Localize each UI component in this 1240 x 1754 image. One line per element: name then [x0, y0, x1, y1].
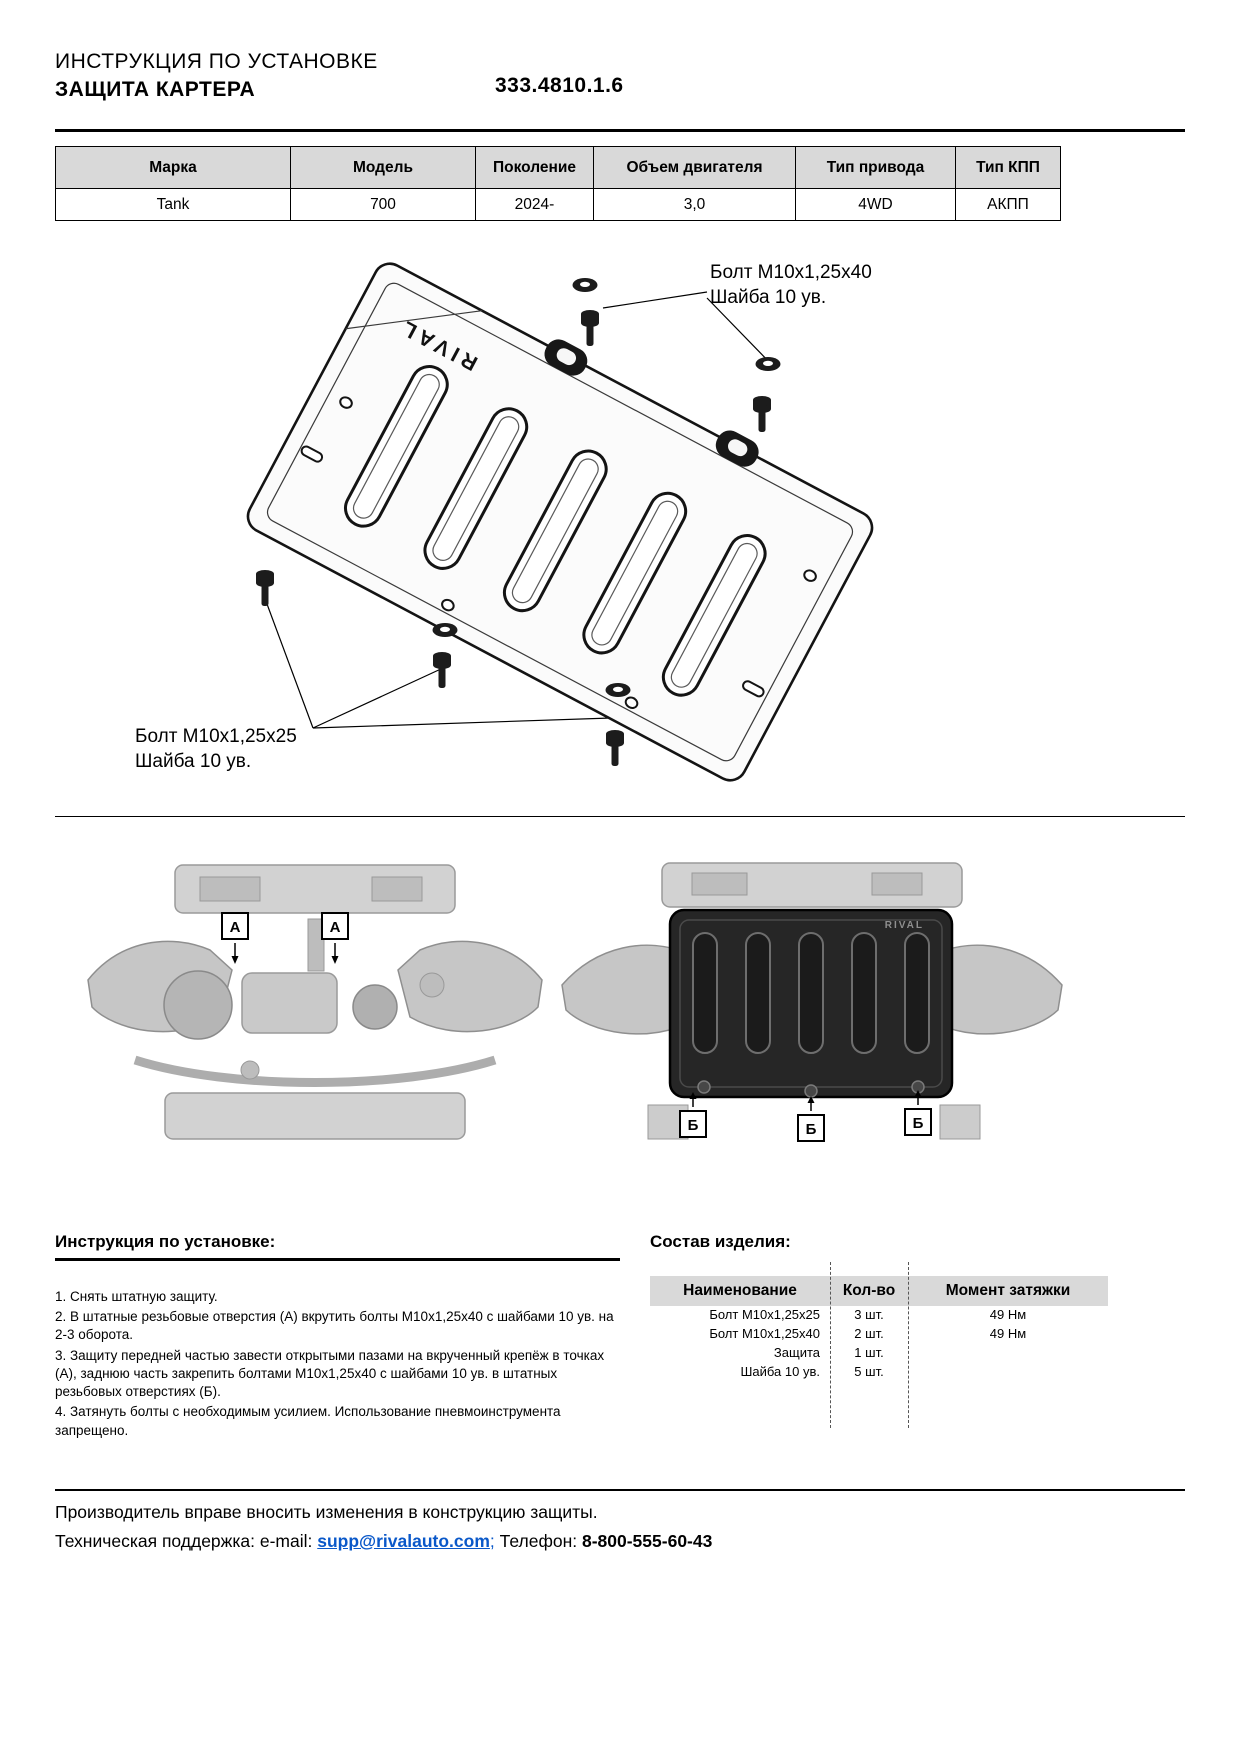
instruction-step-4: 4. Затянуть болты с необходимым усилием.… — [55, 1404, 561, 1438]
parts-heading: Состав изделия: — [650, 1232, 791, 1251]
plate-bolt-holes — [300, 396, 817, 709]
spec-value-gearbox: АКПП — [955, 188, 1061, 221]
part-torque — [908, 1344, 1108, 1363]
top-divider — [55, 129, 1185, 132]
instruction-step-2: 2. В штатные резьбовые отверстия (А) вкр… — [55, 1309, 614, 1343]
instructions-underline — [55, 1258, 620, 1261]
spec-header-generation: Поколение — [475, 146, 594, 189]
marker-a-label: А — [230, 919, 241, 936]
part-torque: 49 Нм — [989, 1325, 1027, 1341]
callout-bolt-m10x25: Болт М10х1,25х25 Шайба 10 ув. — [135, 724, 297, 774]
document-title-line2: ЗАЩИТА КАРТЕРА — [55, 78, 256, 101]
spec-value-model: 700 — [290, 188, 476, 221]
separator: ; — [489, 1531, 495, 1551]
underbody-before-diagram: А А — [87, 864, 543, 1140]
spec-value-generation: 2024- — [475, 188, 594, 221]
skid-plate: RIVAL — [246, 262, 874, 782]
callout-top-line1: Болт М10х1,25х40 — [710, 262, 872, 283]
part-name: Защита — [773, 1344, 820, 1360]
bolt-icon — [581, 310, 599, 346]
parts-row: Болт М10х1,25х25 3 шт. 49 Нм — [650, 1306, 1108, 1325]
part-qty: 2 шт. — [854, 1325, 884, 1341]
document-title-line1: ИНСТРУКЦИЯ ПО УСТАНОВКЕ — [55, 50, 378, 73]
part-qty: 5 шт. — [854, 1363, 884, 1379]
parts-column-divider — [908, 1262, 909, 1428]
spec-value-marka: Tank — [55, 188, 291, 221]
marker-b-label: Б — [913, 1115, 924, 1132]
support-phone: 8-800-555-60-43 — [581, 1531, 713, 1551]
chassis-structure — [561, 862, 1063, 1140]
part-name: Болт М10х1,25х40 — [709, 1325, 820, 1341]
spec-header-model: Модель — [290, 146, 476, 189]
installed-plate-logo: RIVAL — [885, 920, 924, 931]
part-torque: 49 Нм — [989, 1307, 1027, 1322]
marker-b-label: Б — [806, 1121, 817, 1138]
bolt-icon — [606, 730, 624, 766]
marker-b-2: Б — [797, 1096, 825, 1142]
installed-skid-plate: RIVAL — [668, 908, 954, 1099]
marker-a-label: А — [330, 919, 341, 936]
part-number: 333.4810.1.6 — [495, 74, 624, 97]
spec-header-drive: Тип привода — [795, 146, 956, 189]
vehicle-spec-table: Марка Модель Поколение Объем двигателя Т… — [55, 146, 1061, 221]
spec-value-drive: 4WD — [795, 188, 956, 221]
callout-bottom-line2: Шайба 10 ув. — [135, 751, 252, 773]
underbody-after-diagram: RIVAL Б Б Б — [561, 862, 1063, 1142]
instruction-step-3: 3. Защиту передней частью завести открыт… — [55, 1347, 605, 1400]
parts-table: Наименование Кол-во Момент затяжки Болт … — [650, 1262, 1108, 1428]
bolt-icon — [433, 652, 451, 688]
spec-header-engine: Объем двигателя — [593, 146, 796, 189]
chassis-structure — [87, 864, 543, 1140]
footer-divider — [55, 1489, 1185, 1491]
skid-plate-isometric-drawing: RIVAL — [246, 262, 874, 782]
part-qty: 3 шт. — [854, 1307, 884, 1322]
parts-header-row: Наименование Кол-во Момент затяжки — [650, 1276, 1108, 1306]
bolt-icon — [256, 570, 274, 606]
plate-vent-slots — [344, 365, 767, 697]
plate-open-slots — [544, 339, 759, 467]
washer-icon — [605, 683, 631, 697]
marker-b-3: Б — [904, 1090, 932, 1136]
parts-row: Шайба 10 ув. 5 шт. — [650, 1363, 1108, 1382]
spec-value-engine: 3,0 — [593, 188, 796, 221]
washer-icon — [572, 278, 598, 292]
marker-a-2: А — [321, 912, 349, 964]
middle-divider — [55, 816, 1185, 817]
part-torque — [908, 1363, 1108, 1382]
part-name: Шайба 10 ув. — [740, 1363, 821, 1379]
spec-value-row: Tank 700 2024- 3,0 4WD АКПП — [55, 188, 1061, 221]
marker-b-label: Б — [688, 1117, 699, 1134]
bolt-icon — [753, 396, 771, 432]
marker-a-1: А — [221, 912, 249, 964]
parts-column-divider — [830, 1262, 831, 1428]
callout-bolt-m10x40: Болт М10х1,25х40 Шайба 10 ув. — [710, 260, 872, 310]
spec-header-row: Марка Модель Поколение Объем двигателя Т… — [55, 146, 1061, 189]
phone-label: Телефон: — [494, 1531, 582, 1551]
support-contacts: Техническая поддержка: e-mail: supp@riva… — [55, 1531, 712, 1552]
spec-header-marka: Марка — [55, 146, 291, 189]
callout-top-line2: Шайба 10 ув. — [710, 287, 827, 309]
parts-row: Защита 1 шт. — [650, 1344, 1108, 1363]
support-label: Техническая поддержка: e-mail: — [55, 1531, 318, 1551]
washer-icon — [755, 357, 781, 371]
parts-header-torque: Момент затяжки — [945, 1282, 1071, 1299]
instruction-step-1: 1. Снять штатную защиту. — [55, 1289, 218, 1304]
support-email-link[interactable]: supp@rivalauto.com — [317, 1531, 490, 1551]
part-qty: 1 шт. — [854, 1344, 884, 1360]
parts-header-name: Наименование — [683, 1282, 797, 1299]
parts-row: Болт М10х1,25х40 2 шт. 49 Нм — [650, 1325, 1108, 1344]
part-name: Болт М10х1,25х25 — [709, 1307, 820, 1322]
callout-leader-lines — [266, 291, 776, 729]
marker-b-1: Б — [679, 1092, 707, 1138]
parts-header-qty: Кол-во — [842, 1282, 896, 1299]
parts-list: Состав изделия: Наименование Кол-во Моме… — [650, 1232, 1108, 1428]
installation-instructions: Инструкция по установке: 1. Снять штатну… — [55, 1232, 627, 1442]
washer-icon — [432, 623, 458, 637]
callout-bottom-line1: Болт М10х1,25х25 — [135, 726, 297, 747]
main-assembly-diagram: RIVAL Болт М10х1,25х40 Шайба 10 ув. Болт… — [55, 252, 1185, 810]
instructions-heading: Инструкция по установке: — [55, 1232, 276, 1251]
manufacturer-disclaimer: Производитель вправе вносить изменения в… — [55, 1502, 598, 1522]
spec-header-gearbox: Тип КПП — [955, 146, 1061, 189]
